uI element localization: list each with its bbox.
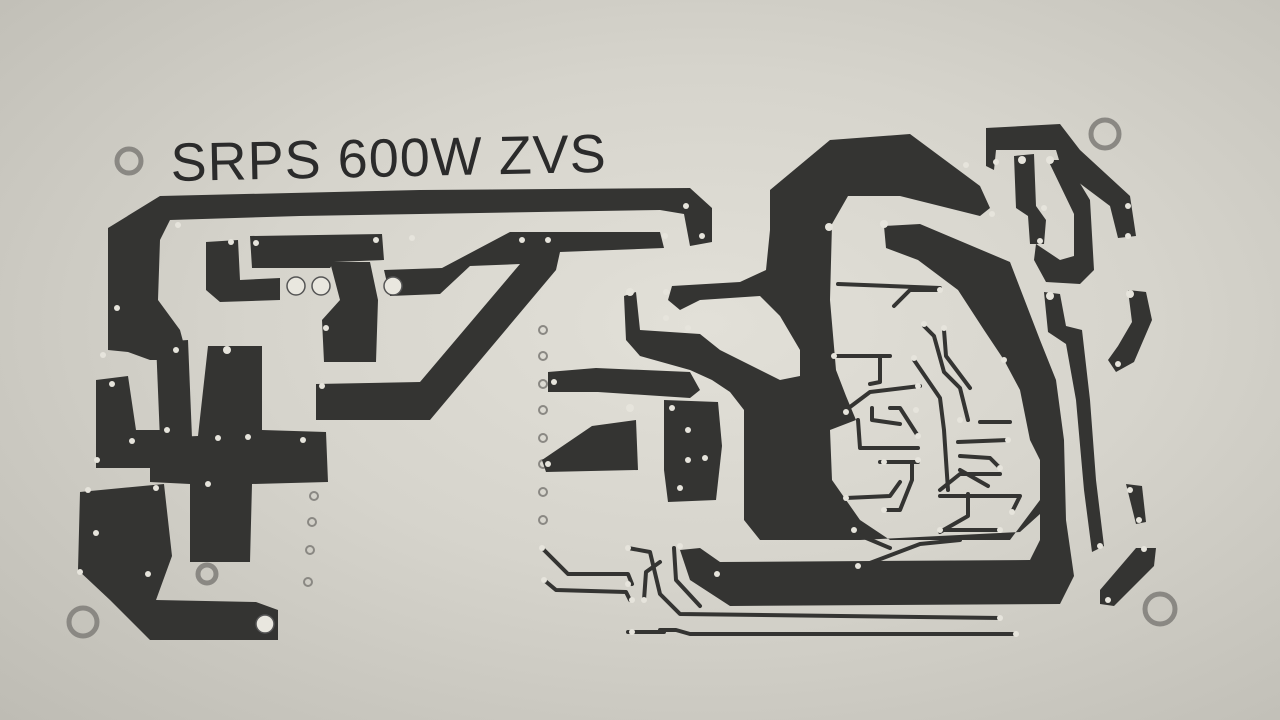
top-right-trace-b [1014,154,1046,244]
triangle-pad [542,420,638,472]
left-power-section [77,188,712,640]
right-short-trace [1108,290,1152,372]
top-right-trace-a [986,124,1136,238]
bottom-left-l-trace [78,484,278,640]
via-rows [303,325,548,587]
pad-hole [383,276,403,296]
upper-left-u-trace [206,240,280,302]
mounting-hole-top-right [1088,117,1122,151]
right-small-pad [1126,484,1146,524]
control-signal-traces [832,282,1022,568]
upper-mid-block [322,262,378,362]
main-right-plane [624,134,1074,606]
pad-ring [195,562,219,586]
pad-hole [255,614,275,634]
pad-hole [311,276,331,296]
diagonal-bus-trace [316,232,664,420]
transistor-pad-group [664,400,722,502]
pad-hole [286,276,306,296]
top-right-trace-c [1034,160,1094,284]
mounting-hole-bottom-left [66,605,100,639]
upper-horizontal-bar [250,234,384,268]
right-vertical-trace [1044,292,1104,552]
mid-left-pad-block [548,368,700,398]
left-vertical-pad [156,340,192,440]
bottom-right-diagonal [1100,548,1156,606]
mounting-holes [66,117,1178,639]
board-title: SRPS 600W ZVS [170,123,608,193]
cross-shaped-heatsink-trace [150,346,328,562]
mounting-hole-bottom-right [1142,591,1178,627]
mounting-hole-top-left [114,146,144,176]
right-power-section [539,124,1156,637]
